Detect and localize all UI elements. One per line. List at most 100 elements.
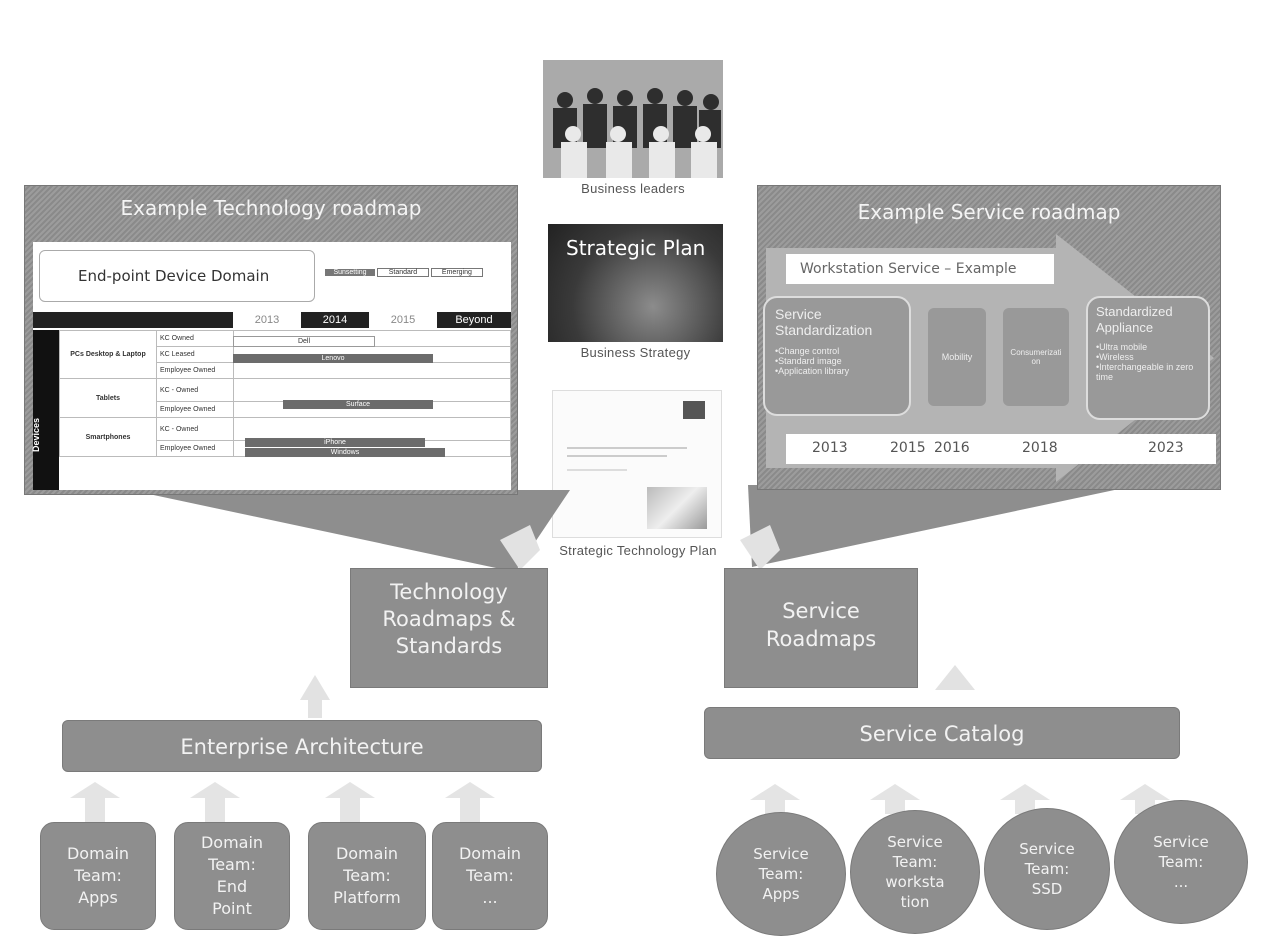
tech-callout-pointer <box>130 490 570 572</box>
tech-roadmap-title: Example Technology roadmap <box>120 196 422 220</box>
service-team-workstation-l1: Service <box>887 833 943 851</box>
stage-consumerization: Consumerization <box>1003 308 1069 406</box>
service-year-2016: 2016 <box>934 440 970 456</box>
year-2015: 2015 <box>369 312 437 328</box>
business-leaders-caption: Business leaders <box>581 181 685 196</box>
legend-emerging: Emerging <box>430 268 483 277</box>
domain-team-arrows <box>70 782 495 822</box>
business-leaders-photo <box>543 60 723 178</box>
service-year-2023: 2023 <box>1148 440 1184 456</box>
service-team-workstation-l2: Team: <box>892 853 938 871</box>
service-to-catalog-arrow <box>935 665 975 690</box>
row-smartphones-sub-1: KC - Owned <box>156 417 234 441</box>
stage1-item-1: •Change control <box>775 346 840 356</box>
stage4-item-3: •Interchangeable in zero time <box>1096 362 1194 382</box>
year-header: 2013 2014 2015 Beyond <box>33 312 511 328</box>
tech-to-ea-arrow <box>300 675 330 718</box>
kc-logo-icon <box>683 401 705 419</box>
legend: Sunsetting Standard Emerging <box>325 268 505 282</box>
service-roadmap-title: Example Service roadmap <box>857 200 1121 224</box>
devices-side-label: Devices <box>31 330 59 490</box>
row-pcs-sub-3: Employee Owned <box>156 362 234 379</box>
service-roadmap-panel: Example Service roadmap Workstation Serv… <box>757 185 1221 490</box>
stage1-item-3: •Application library <box>775 366 850 376</box>
service-team-apps-l1: Service <box>753 845 809 863</box>
strategic-plan-cover-title: Strategic Plan <box>566 236 706 260</box>
row-smartphones-sub-2: Employee Owned <box>156 440 234 457</box>
domain-team-platform-l2: Team: <box>343 866 391 885</box>
row-smartphones: Smartphones <box>59 417 157 457</box>
enterprise-architecture-bar: Enterprise Architecture <box>62 720 542 772</box>
devices-label: Devices <box>31 417 42 453</box>
service-banner: Workstation Service – Example <box>786 254 1054 284</box>
stage-appliance: Standardized Appliance •Ultra mobile •Wi… <box>1086 296 1210 420</box>
stage-mobility: Mobility <box>928 308 986 406</box>
people-illustration <box>543 60 723 178</box>
tech-roadmap-panel: Example Technology roadmap End-point Dev… <box>24 185 518 495</box>
domain-team-apps-l3: Apps <box>78 888 118 907</box>
legend-standard: Standard <box>376 268 429 277</box>
service-team-other-l2: Team: <box>1158 853 1204 871</box>
domain-team-platform-l1: Domain <box>335 844 399 863</box>
service-year-2018: 2018 <box>1022 440 1058 456</box>
service-callout-pointer <box>748 485 1138 567</box>
tech-box-line-2: Roadmaps & <box>382 607 516 631</box>
bar-lenovo: Lenovo <box>233 354 433 363</box>
strategic-tech-plan-doc <box>552 390 722 538</box>
service-team-ssd-l2: Team: <box>1024 860 1070 878</box>
domain-label-box: End-point Device Domain <box>39 250 315 302</box>
row-tablets: Tablets <box>59 378 157 418</box>
service-year-2013: 2013 <box>812 440 848 456</box>
stage1-title: Service Standardization <box>775 306 873 338</box>
domain-team-endpoint-l1: Domain <box>200 833 264 852</box>
stage4-item-1: •Ultra mobile <box>1096 342 1148 352</box>
service-box-line-2: Roadmaps <box>765 627 877 651</box>
service-team-ssd-l1: Service <box>1019 840 1075 858</box>
service-team-other-l3: ... <box>1173 873 1189 891</box>
tech-roadmaps-box: Technology Roadmaps & Standards <box>350 568 548 688</box>
bar-windows: Windows <box>245 448 445 457</box>
year-2014: 2014 <box>322 314 348 326</box>
legend-sunsetting: Sunsetting <box>325 269 375 276</box>
tech-roadmap-slide: End-point Device Domain Sunsetting Stand… <box>31 242 511 490</box>
domain-team-endpoint-l4: Point <box>212 899 252 918</box>
domain-label: End-point Device Domain <box>78 267 270 285</box>
strategic-tech-plan-caption: Strategic Technology Plan <box>559 543 717 558</box>
row-pcs: PCs Desktop & Laptop <box>59 330 157 379</box>
stage4-item-2: •Wireless <box>1096 352 1134 362</box>
domain-team-apps-l1: Domain <box>66 844 130 863</box>
year-2013: 2013 <box>233 312 301 328</box>
service-team-workstation-l3: worksta <box>885 873 945 891</box>
domain-team-platform-l3: Platform <box>333 888 401 907</box>
service-year-2015: 2015 <box>890 440 926 456</box>
domain-team-other-l1: Domain <box>458 844 522 863</box>
service-team-workstation-l4: tion <box>900 893 930 911</box>
service-catalog-bar: Service Catalog <box>704 707 1180 759</box>
service-box-line-1: Service <box>782 599 860 623</box>
service-team-ssd-l3: SSD <box>1031 880 1063 898</box>
row-tablets-sub-2: Employee Owned <box>156 401 234 418</box>
center-connector-arrows <box>500 525 780 570</box>
bar-iphone: iPhone <box>245 438 425 447</box>
enterprise-architecture-label: Enterprise Architecture <box>180 735 424 759</box>
year-beyond: Beyond <box>455 314 493 326</box>
service-years-row: 2013 2015 2016 2018 2023 <box>786 434 1216 464</box>
strategic-plan-cover: Strategic Plan <box>548 224 723 342</box>
domain-team-other-l3: ... <box>482 888 498 907</box>
domain-team-other-l2: Team: <box>466 866 514 885</box>
stage3-label: Consumerization <box>1010 348 1062 366</box>
row-tablets-sub-1: KC - Owned <box>156 378 234 402</box>
stage-standardization: Service Standardization •Change control … <box>763 296 911 416</box>
service-catalog-label: Service Catalog <box>859 722 1025 746</box>
service-team-apps-l3: Apps <box>762 885 800 903</box>
doc-image <box>647 487 707 529</box>
service-team-other-l1: Service <box>1153 833 1209 851</box>
stage4-title: Standardized Appliance <box>1096 304 1173 335</box>
